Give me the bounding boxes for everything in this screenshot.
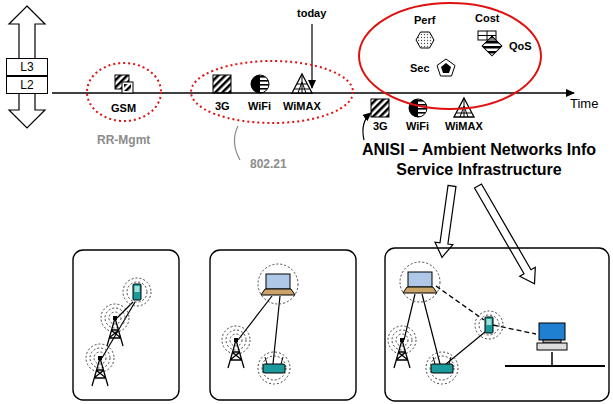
time-marker-label: today <box>297 7 326 20</box>
technology-label: 3G <box>373 120 388 133</box>
axis-label: Time <box>570 97 598 112</box>
technology-label: 3G <box>215 100 230 113</box>
group-outline <box>358 2 542 110</box>
network-scene <box>222 264 298 384</box>
technology-label: Perf <box>414 14 435 27</box>
layer-box: L2 <box>6 76 48 94</box>
group-ellipse <box>359 3 541 109</box>
technology-label: WiMAX <box>445 120 483 133</box>
group-outline <box>190 60 354 124</box>
criteria-group: Perf CostSec QoS <box>358 2 542 110</box>
group-ellipse <box>87 63 161 121</box>
hollow-arrow <box>470 182 542 289</box>
today-arrow <box>311 24 312 88</box>
mechanism-label: RR-Mgmt <box>97 134 150 148</box>
technology-label: WiMAX <box>283 100 321 113</box>
layer-label: L3 <box>20 60 33 74</box>
technology-group: 3G WiFi WiMAX <box>190 60 354 124</box>
pointer-arrow <box>363 113 371 140</box>
technology-group: GSM <box>86 62 162 122</box>
group-ellipse <box>191 61 353 123</box>
technology-label: GSM <box>111 102 136 115</box>
scenario-panel <box>385 248 609 401</box>
technology-label: Sec <box>410 62 430 75</box>
technology-icons <box>115 74 474 117</box>
technology-label: WiFi <box>406 120 429 133</box>
standard-label: 802.21 <box>250 158 287 172</box>
layer-label: L2 <box>20 78 33 92</box>
network-scene <box>388 262 605 384</box>
scenario-panel <box>73 250 179 400</box>
layer-box: L3 <box>6 58 48 76</box>
technology-label: Cost <box>475 12 499 25</box>
infrastructure-title: ANISI – Ambient Networks Info Service In… <box>350 140 608 180</box>
scenario-panel <box>210 250 356 400</box>
leader-line <box>234 126 240 160</box>
technology-label: QoS <box>509 40 532 53</box>
network-scene <box>86 278 151 386</box>
technology-label: WiFi <box>248 100 271 113</box>
